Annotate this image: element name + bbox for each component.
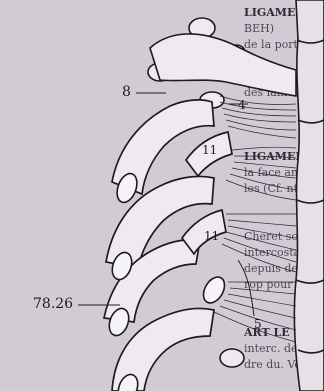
callout-11-upper: 11 — [202, 143, 217, 158]
callout-5: 5 — [254, 317, 262, 332]
callout-11-lower: 11 — [204, 229, 219, 244]
callout-8: 8 — [122, 85, 131, 100]
callout-78-26: 78.26 — [33, 297, 73, 312]
callout-4: 4 — [238, 98, 246, 113]
vertebral-column — [294, 0, 324, 391]
